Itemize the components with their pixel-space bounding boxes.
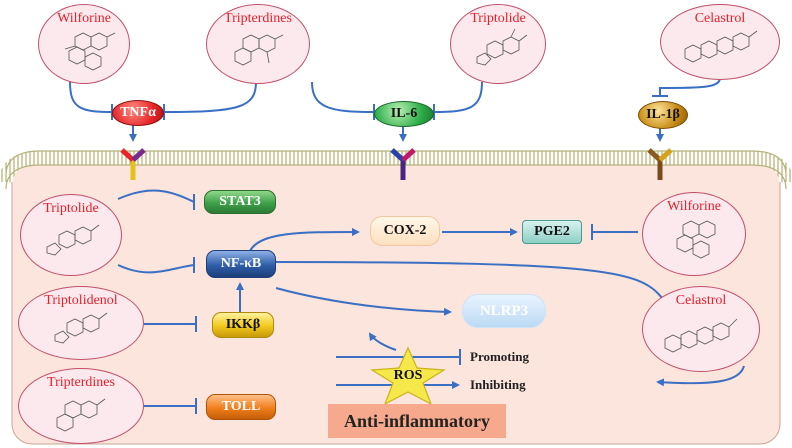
ros-label: ROS bbox=[393, 368, 423, 383]
molecule-structure-icon bbox=[64, 32, 116, 71]
molecule-structure-icon bbox=[476, 28, 528, 66]
molecule-structure-icon bbox=[56, 398, 106, 432]
il6-node: IL-6 bbox=[374, 101, 434, 127]
compound-name: Triptolide bbox=[470, 11, 526, 26]
nfkb-node: NF-κB bbox=[206, 250, 276, 278]
compound-name: Tripterdines bbox=[224, 11, 292, 26]
compound-name: Wilforine bbox=[57, 11, 111, 26]
compound-triptolidenol-left: Triptolidenol bbox=[18, 286, 144, 360]
compound-name: Celastrol bbox=[694, 11, 746, 26]
legend-inhibiting: Inhibiting bbox=[470, 377, 526, 392]
molecule-structure-icon bbox=[664, 318, 738, 353]
legend-promoting: Promoting bbox=[470, 349, 529, 364]
compound-name: Triptolidenol bbox=[44, 293, 118, 308]
stat3-node: STAT3 bbox=[204, 190, 276, 214]
molecule-structure-icon bbox=[676, 220, 716, 259]
il1b-receptor bbox=[647, 148, 673, 180]
compound-triptolide-top: Triptolide bbox=[450, 4, 546, 84]
compound-celastrol-top: Celastrol bbox=[660, 4, 780, 80]
compound-triptolide-left: Triptolide bbox=[20, 194, 122, 276]
tnf-receptor bbox=[120, 148, 146, 180]
molecule-structure-icon bbox=[234, 34, 284, 66]
compound-name: Triptolide bbox=[43, 201, 99, 216]
compound-wilforine-right: Wilforine bbox=[642, 192, 746, 276]
pge2-node: PGE2 bbox=[522, 220, 582, 244]
compound-celastrol-right: Celastrol bbox=[642, 286, 760, 372]
il1b-node: IL-1β bbox=[638, 101, 688, 129]
nlrp3-node: NLRP3 bbox=[462, 294, 546, 328]
ikkb-node: IKKβ bbox=[212, 312, 274, 338]
molecule-structure-icon bbox=[46, 224, 100, 256]
cell-membrane bbox=[0, 151, 792, 183]
anti-inflammatory-label: Anti-inflammatory bbox=[328, 404, 506, 438]
compound-name: Celastrol bbox=[675, 293, 727, 308]
cox2-node: COX-2 bbox=[370, 216, 440, 246]
ros-star-icon bbox=[370, 346, 446, 406]
toll-node: TOLL bbox=[206, 394, 276, 420]
molecule-structure-icon bbox=[684, 30, 758, 63]
compound-wilforine-top: Wilforine bbox=[38, 4, 130, 84]
compound-name: Tripterdines bbox=[47, 375, 115, 390]
il6-receptor bbox=[390, 148, 416, 180]
compound-name: Wilforine bbox=[667, 199, 721, 214]
molecule-structure-icon bbox=[54, 312, 108, 344]
compound-tripterdines-left: Tripterdines bbox=[18, 368, 144, 444]
compound-tripterdines-top: Tripterdines bbox=[206, 4, 310, 84]
tnf-alpha-node: TNFα bbox=[112, 100, 164, 126]
